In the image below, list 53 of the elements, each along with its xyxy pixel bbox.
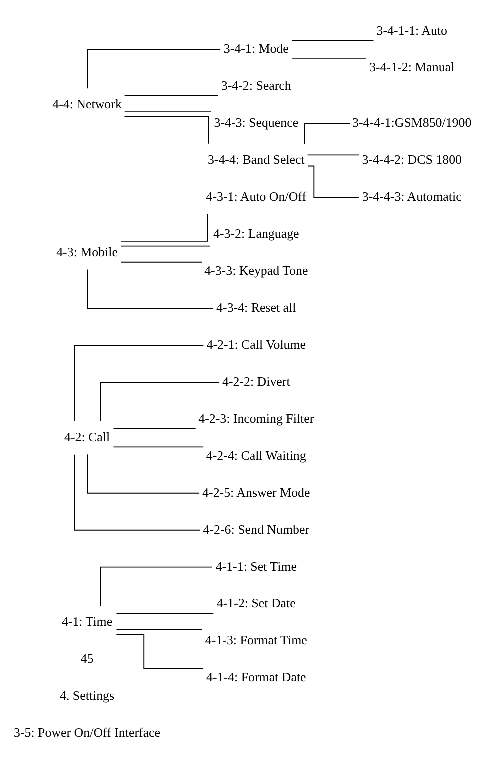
connector	[304, 122, 351, 144]
connector	[87, 454, 200, 494]
connector	[308, 165, 360, 198]
node-text: 4-2-5: Answer Mode	[202, 484, 310, 500]
node-text: 4-2: Call	[64, 428, 110, 444]
node-text: 3-4-4: Band Select	[208, 152, 305, 167]
node-text: 4-1-1: Set Time	[216, 558, 297, 574]
node-text: 3-4-2: Search	[221, 78, 292, 93]
node-text: 4-3-4: Reset all	[216, 299, 296, 314]
connector	[116, 634, 204, 669]
node-text: 3-4-1: Mode	[224, 40, 289, 56]
node-text: 3-4-4-2: DCS 1800	[362, 152, 462, 167]
connector	[87, 268, 214, 309]
connector	[124, 111, 212, 112]
connector	[124, 116, 210, 144]
label: 4. Settings	[60, 688, 115, 703]
connector	[113, 446, 204, 448]
node-text: 3-4-3: Sequence	[214, 114, 299, 130]
connector	[292, 58, 367, 60]
node-text: 4-1-3: Format Time	[205, 632, 308, 648]
connector	[100, 382, 220, 422]
node-text: 3-4-4-1:GSM850/1900	[352, 114, 472, 130]
node-text: 3-4-1-1: Auto	[376, 22, 448, 38]
node-text: 4-4: Network	[52, 96, 122, 112]
connector	[87, 48, 221, 89]
node-text: 4-1-2: Set Date	[216, 595, 296, 610]
connector	[74, 344, 204, 421]
label: 3-5: Power On/Off Interface	[14, 724, 161, 740]
connector	[121, 214, 208, 242]
node-text: 4-2-4: Call Waiting	[206, 447, 306, 462]
node-text: 4-1-4: Format Date	[206, 669, 306, 684]
node-text: 4-3-2: Language	[214, 226, 300, 241]
node-text: 4-1: Time	[62, 614, 113, 629]
connector	[292, 40, 374, 41]
node-text: 4-2-6: Send Number	[203, 521, 310, 536]
node-text: 4-3-3: Keypad Tone	[204, 262, 308, 278]
connector	[113, 428, 196, 429]
node-text: 3-4-4-3: Automatic	[362, 188, 462, 204]
node-text: 3-4-1-2: Manual	[370, 59, 455, 74]
connector	[116, 628, 202, 630]
node-text: 4-2-1: Call Volume	[206, 336, 306, 352]
connector	[116, 612, 214, 614]
connector	[74, 454, 201, 530]
connector	[100, 566, 213, 606]
label: 45	[80, 650, 94, 666]
node-text: 4-3: Mobile	[56, 244, 118, 260]
connector	[121, 261, 203, 262]
node-text: 4-3-1: Auto On/Off	[206, 188, 307, 204]
node-text: 4-2-2: Divert	[222, 373, 290, 388]
connector	[121, 245, 211, 246]
connector	[307, 154, 360, 156]
connector	[124, 95, 219, 96]
node-text: 4-2-3: Incoming Filter	[198, 410, 314, 426]
